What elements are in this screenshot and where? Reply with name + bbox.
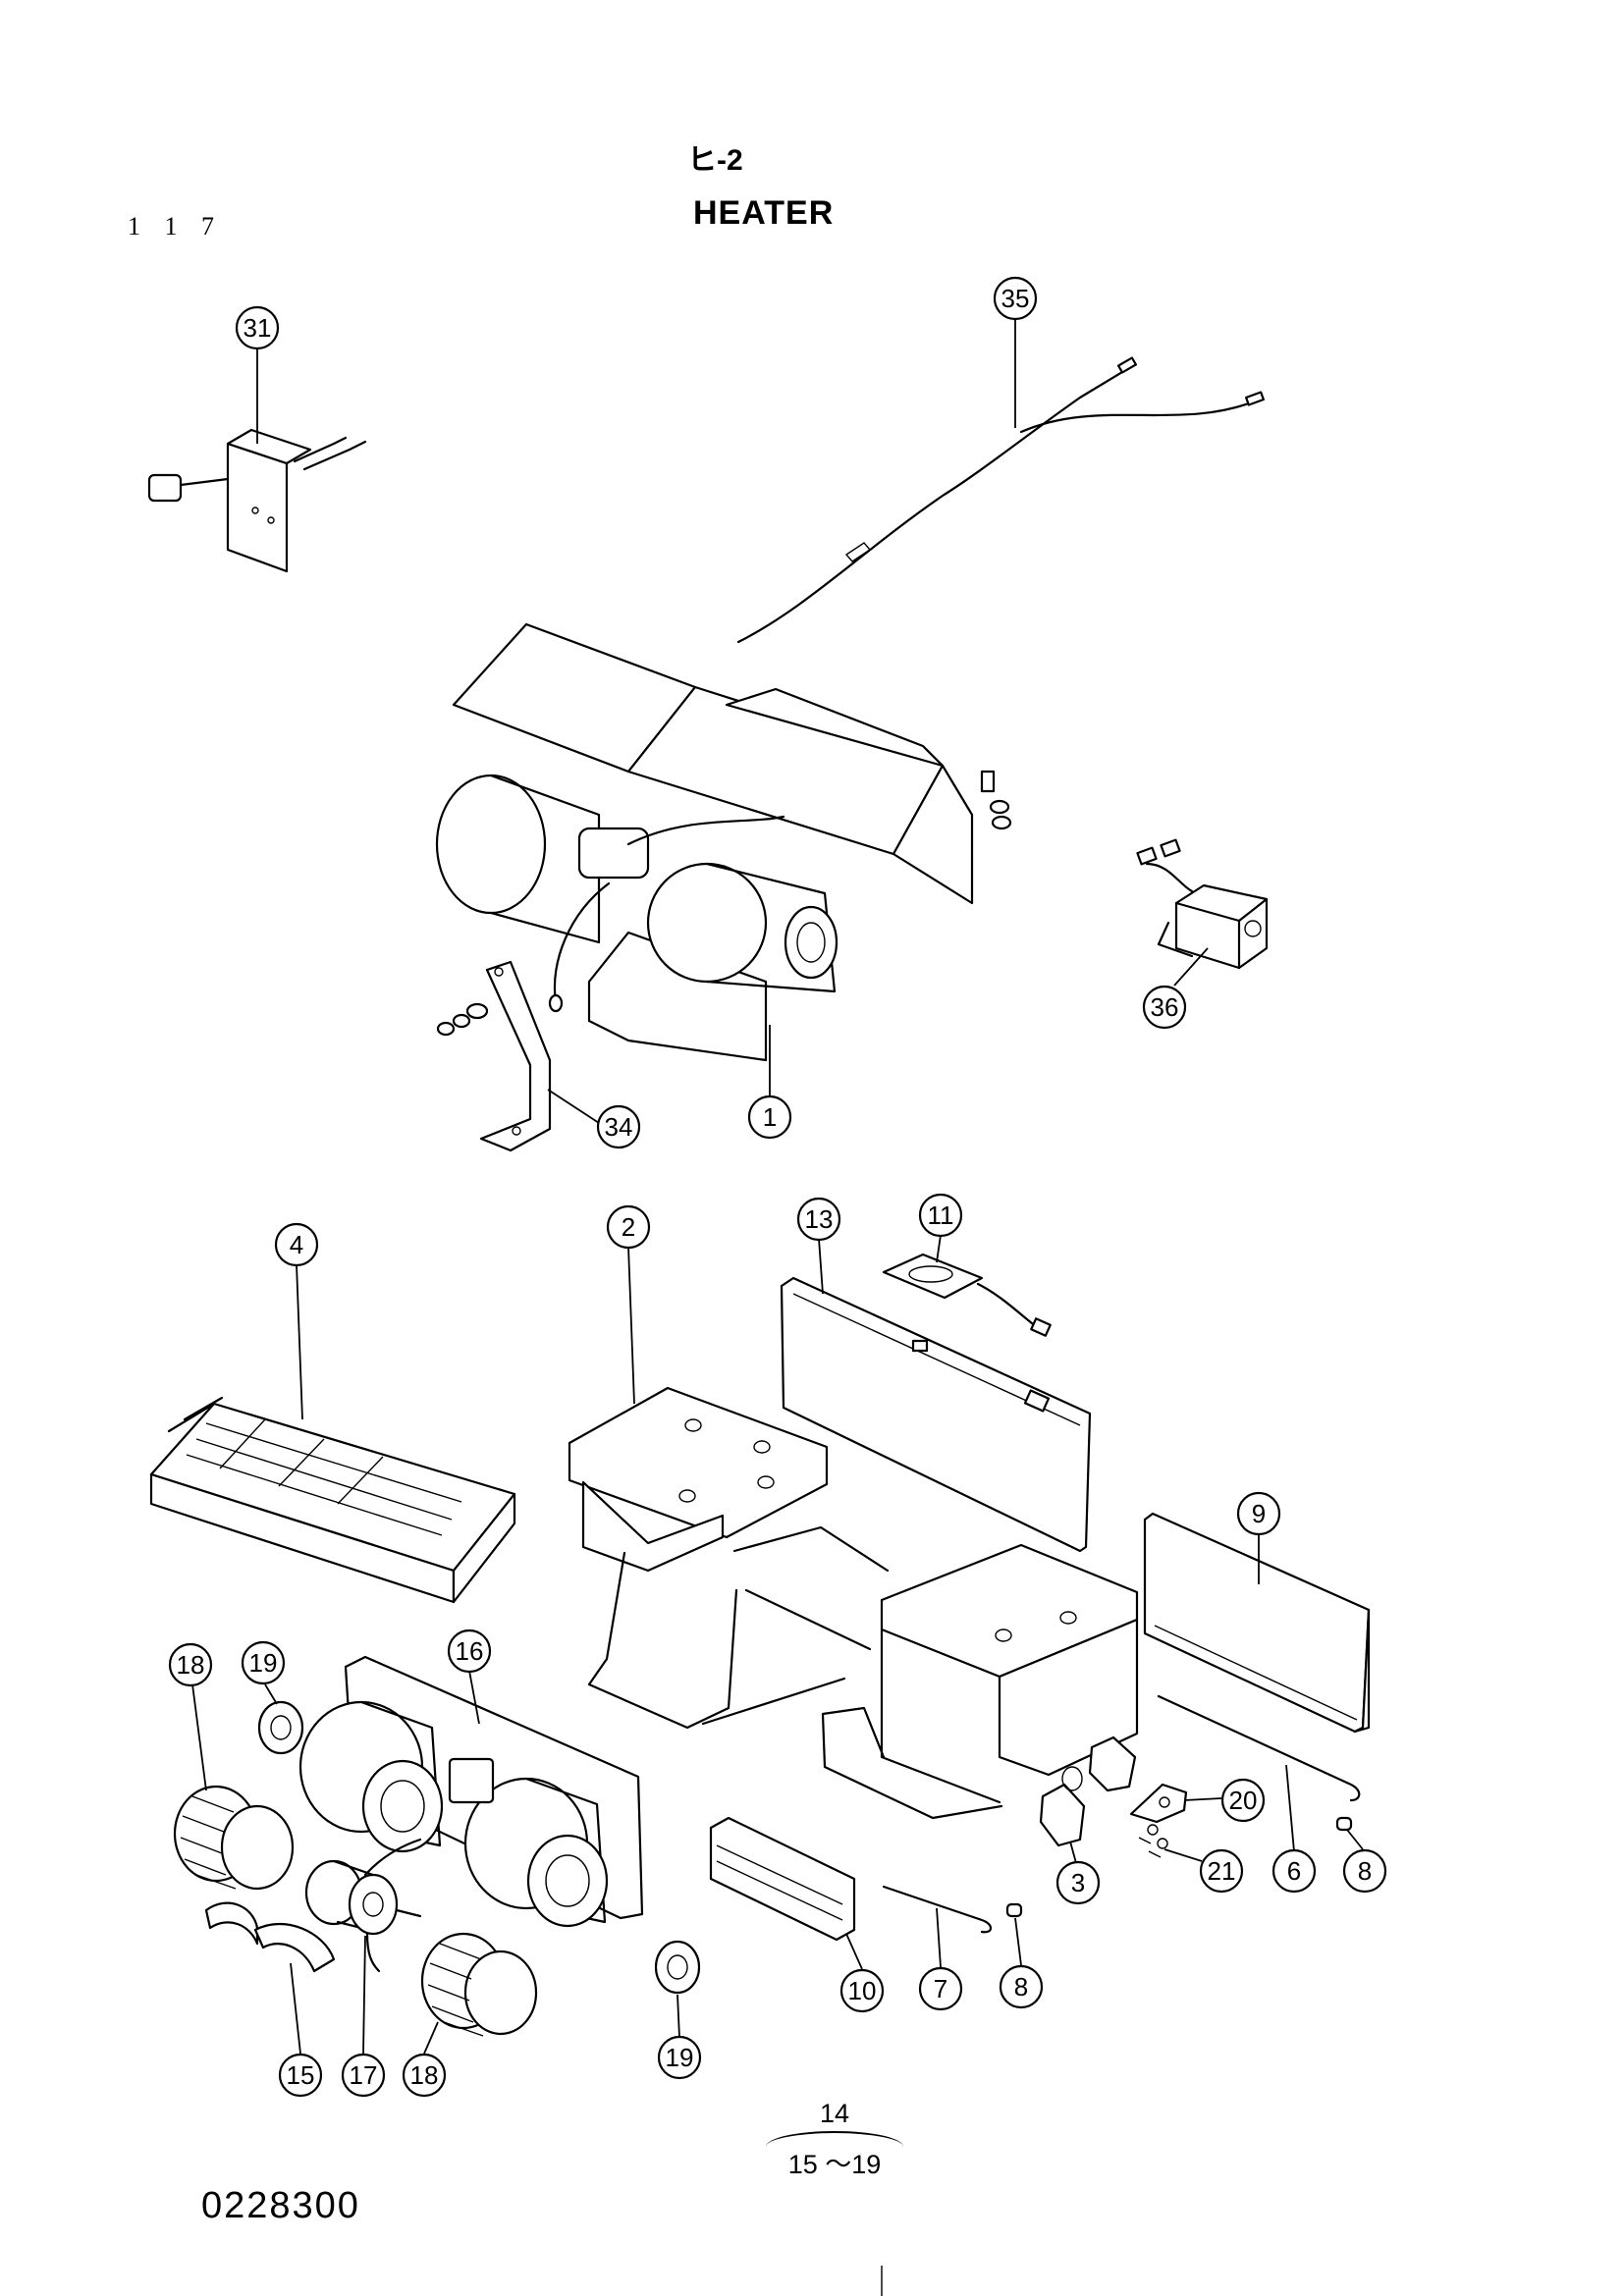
part-31-switch-bracket — [147, 428, 367, 573]
callout-36: 36 — [1142, 947, 1209, 1030]
document-id: 0228300 — [201, 2185, 360, 2226]
callout-18-upper: 18 — [168, 1642, 213, 1791]
svg-text:7: 7 — [934, 1974, 947, 2003]
svg-text:16: 16 — [456, 1636, 484, 1666]
svg-text:8: 8 — [1358, 1856, 1372, 1886]
svg-text:10: 10 — [848, 1976, 877, 2005]
callout-19-upper: 19 — [241, 1640, 286, 1705]
part-18-blower-wheel — [173, 1785, 538, 2037]
svg-text:15: 15 — [287, 2060, 315, 2090]
callout-13: 13 — [796, 1197, 841, 1295]
callout-7: 7 — [918, 1907, 963, 2011]
part-1-heater-assembly — [435, 622, 974, 1062]
section-title: HEATER — [693, 194, 835, 232]
svg-text:34: 34 — [605, 1112, 633, 1142]
svg-text:17: 17 — [350, 2060, 378, 2090]
part-8-cap — [1005, 1816, 1353, 1918]
part-3-mount-block — [1039, 1735, 1137, 1847]
svg-text:19: 19 — [666, 2043, 694, 2072]
callout-34: 34 — [547, 1089, 641, 1149]
callout-15: 15 — [278, 1962, 323, 2098]
part-34-bracket — [479, 960, 552, 1152]
callout-9: 9 — [1236, 1491, 1281, 1584]
callout-8-right: 8 — [1342, 1829, 1387, 1894]
callout-4: 4 — [274, 1222, 319, 1420]
svg-text:35: 35 — [1001, 284, 1030, 313]
svg-text:18: 18 — [410, 2060, 439, 2090]
part-21-clips — [1138, 1824, 1168, 1858]
callout-35: 35 — [993, 276, 1038, 428]
svg-text:18: 18 — [177, 1650, 205, 1680]
svg-text:4: 4 — [290, 1230, 303, 1259]
callout-16: 16 — [447, 1629, 492, 1725]
part-36-resistor — [1136, 838, 1269, 970]
part-6-rod — [1157, 1694, 1361, 1802]
callout-3: 3 — [1055, 1841, 1101, 1905]
svg-text:1: 1 — [763, 1102, 777, 1132]
part-9-filter — [1143, 1512, 1371, 1734]
part-13-cover-plate — [780, 1276, 1092, 1553]
callout-21: 21 — [1163, 1848, 1244, 1894]
svg-text:36: 36 — [1151, 992, 1179, 1022]
part-11-switch — [882, 1253, 1052, 1337]
svg-text:3: 3 — [1071, 1868, 1085, 1897]
svg-text:2: 2 — [622, 1212, 635, 1242]
svg-text:19: 19 — [249, 1648, 278, 1678]
svg-text:20: 20 — [1229, 1786, 1258, 1815]
callout-20: 20 — [1183, 1778, 1266, 1823]
callout-19-lower: 19 — [657, 1994, 702, 2080]
part-17-motor — [304, 1838, 422, 1973]
svg-text:11: 11 — [928, 1201, 954, 1230]
callout-8-lower: 8 — [999, 1917, 1044, 2009]
callout-17: 17 — [341, 1935, 386, 2098]
svg-text:9: 9 — [1252, 1499, 1266, 1528]
part-4-heater-core — [149, 1396, 516, 1604]
group-brace — [766, 2131, 903, 2147]
svg-text:31: 31 — [243, 313, 272, 343]
part-16-blower-case — [298, 1655, 644, 1928]
callout-31: 31 — [235, 305, 280, 444]
callout-1: 1 — [747, 1025, 792, 1140]
part-1-mounting-bolts — [436, 770, 1012, 1037]
callout-10: 10 — [839, 1933, 885, 2013]
page-number: 1 1 7 — [128, 212, 223, 240]
part-15-motor-band — [204, 1901, 336, 1973]
svg-text:6: 6 — [1287, 1856, 1301, 1886]
part-19-ring — [257, 1700, 701, 1995]
section-code: ヒ-2 — [687, 144, 743, 177]
part-35-wire-harness — [736, 356, 1265, 644]
part-7-rod — [882, 1885, 993, 1934]
svg-text:21: 21 — [1208, 1856, 1236, 1886]
callout-6: 6 — [1271, 1764, 1317, 1894]
group-parent-number: 14 — [819, 2099, 850, 2128]
part-20-lever — [1129, 1783, 1188, 1824]
callout-11: 11 — [918, 1193, 963, 1263]
group-range: 15 ～19 — [787, 2150, 882, 2179]
svg-text:13: 13 — [805, 1204, 834, 1234]
assembly-group-note: 14 15 ～19 — [766, 2099, 903, 2181]
callout-18-lower: 18 — [402, 2021, 447, 2098]
part-10-duct — [709, 1816, 856, 1942]
part-2-heater-case — [568, 1386, 1139, 1820]
svg-text:8: 8 — [1014, 1972, 1028, 2002]
callout-2: 2 — [606, 1204, 651, 1405]
